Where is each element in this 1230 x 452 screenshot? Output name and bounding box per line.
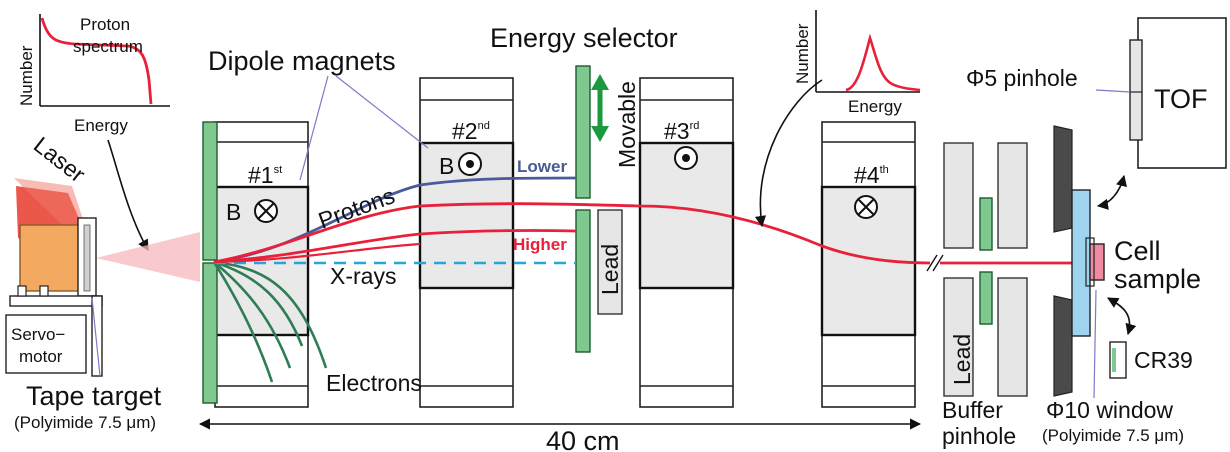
cr39-detector: CR39 (1109, 341, 1193, 379)
filtered-spectrum-inset: Number Energy (793, 10, 921, 116)
movable-arrow-icon (591, 74, 609, 142)
dipole-magnet-1: #1st B (202, 121, 310, 408)
buffer-pinhole-assembly: Lead Buffer pinhole (942, 142, 1028, 449)
energy-selector-label: Energy selector (490, 23, 678, 53)
phi5-pinhole-label: Φ5 pinhole (966, 65, 1078, 91)
buffer-pinhole-upper (979, 197, 993, 251)
phi10-window-plate (1071, 189, 1091, 337)
selector-plate-upper (575, 65, 591, 199)
magnet-1-label: #1st (248, 162, 282, 188)
energy-axis-label-right: Energy (848, 97, 902, 116)
magnet-3-label: #3rd (664, 118, 699, 144)
electron-track (212, 261, 274, 383)
magnet-4-label: #4th (854, 162, 889, 188)
field-into-page-icon (854, 195, 878, 219)
beam-trajectories (212, 176, 1072, 383)
energy-axis-label-left: Energy (74, 116, 128, 135)
b-field-label-2: B (439, 153, 454, 179)
energy-selector: Lead Movable (575, 65, 640, 353)
lead-label-right: Lead (949, 334, 975, 385)
lower-energy-label: Lower (517, 157, 567, 176)
movable-label: Movable (614, 81, 640, 168)
number-axis-label-left: Number (17, 45, 36, 106)
dipole-magnet-3: #3rd (638, 77, 735, 408)
lead-label-center: Lead (597, 244, 623, 295)
tape-target-sub-label: (Polyimide 7.5 μm) (14, 413, 156, 432)
cell-sample (1089, 243, 1105, 281)
tof-label: TOF (1154, 84, 1208, 114)
proton-spectrum-title-2: spectrum (73, 37, 143, 56)
magnet-2-label: #2nd (452, 118, 490, 144)
electron-track (213, 260, 292, 369)
entrance-plate-upper (202, 121, 218, 261)
proton-spectrum-inset: Proton spectrum Number Energy (17, 14, 170, 135)
entrance-plate-lower (202, 262, 218, 404)
number-axis-label-right: Number (793, 23, 812, 84)
field-out-of-page-icon (458, 152, 482, 176)
b-field-label-1: B (226, 199, 241, 225)
dipole-magnets-label: Dipole magnets (208, 46, 396, 76)
field-into-page-icon (254, 199, 278, 223)
laser-label: Laser (29, 131, 91, 187)
buffer-pinhole-lower (979, 271, 993, 325)
cr39-label: CR39 (1134, 347, 1193, 373)
cell-sample-label-2: sample (1114, 264, 1201, 294)
proton-spectrum-curve (40, 17, 153, 105)
cell-sample-label-1: Cell (1114, 236, 1161, 266)
tof-detector: TOF Φ5 pinhole (966, 17, 1227, 169)
field-out-of-page-icon (674, 146, 698, 170)
dipole-magnet-4: #4th (820, 121, 917, 408)
phi10-window-sub-label: (Polyimide 7.5 μm) (1042, 426, 1184, 445)
buffer-label-1: Buffer (942, 397, 1003, 423)
protons-label: Protons (315, 182, 398, 234)
tape-target-label: Tape target (26, 381, 162, 411)
servo-label-2: motor (19, 347, 63, 366)
electrons-label: Electrons (326, 370, 422, 396)
higher-energy-label: Higher (513, 235, 567, 254)
sample-chamber: Cell sample Φ10 window (Polyimide 7.5 μm… (1042, 125, 1201, 445)
proton-track-higher (213, 229, 577, 264)
lead-block-center (597, 209, 623, 315)
laser-and-target: Laser Servo− motor Tape target (Polyimid… (5, 131, 200, 432)
rotation-arrow (1096, 174, 1127, 210)
electron-track (213, 260, 304, 347)
phi10-window-label: Φ10 window (1046, 397, 1173, 423)
buffer-label-2: pinhole (942, 423, 1016, 449)
spectrum-pointer-arrow (107, 139, 149, 251)
spectrum-pointer-arrow (754, 79, 823, 228)
filtered-spectrum-curve (845, 33, 921, 92)
proton-spectrum-title-1: Proton (80, 15, 130, 34)
xrays-label: X-rays (330, 263, 396, 289)
servo-motor (5, 314, 87, 374)
target-stage (9, 295, 103, 307)
dipole-magnet-2: #2nd B (418, 77, 515, 408)
servo-label-1: Servo− (11, 325, 65, 344)
proton-track-main (213, 202, 931, 265)
distance-label: 40 cm (546, 426, 620, 452)
rotation-arrow (1107, 297, 1137, 336)
electron-track (213, 260, 328, 369)
selector-plate-lower (575, 209, 591, 353)
proton-cone (96, 232, 200, 282)
